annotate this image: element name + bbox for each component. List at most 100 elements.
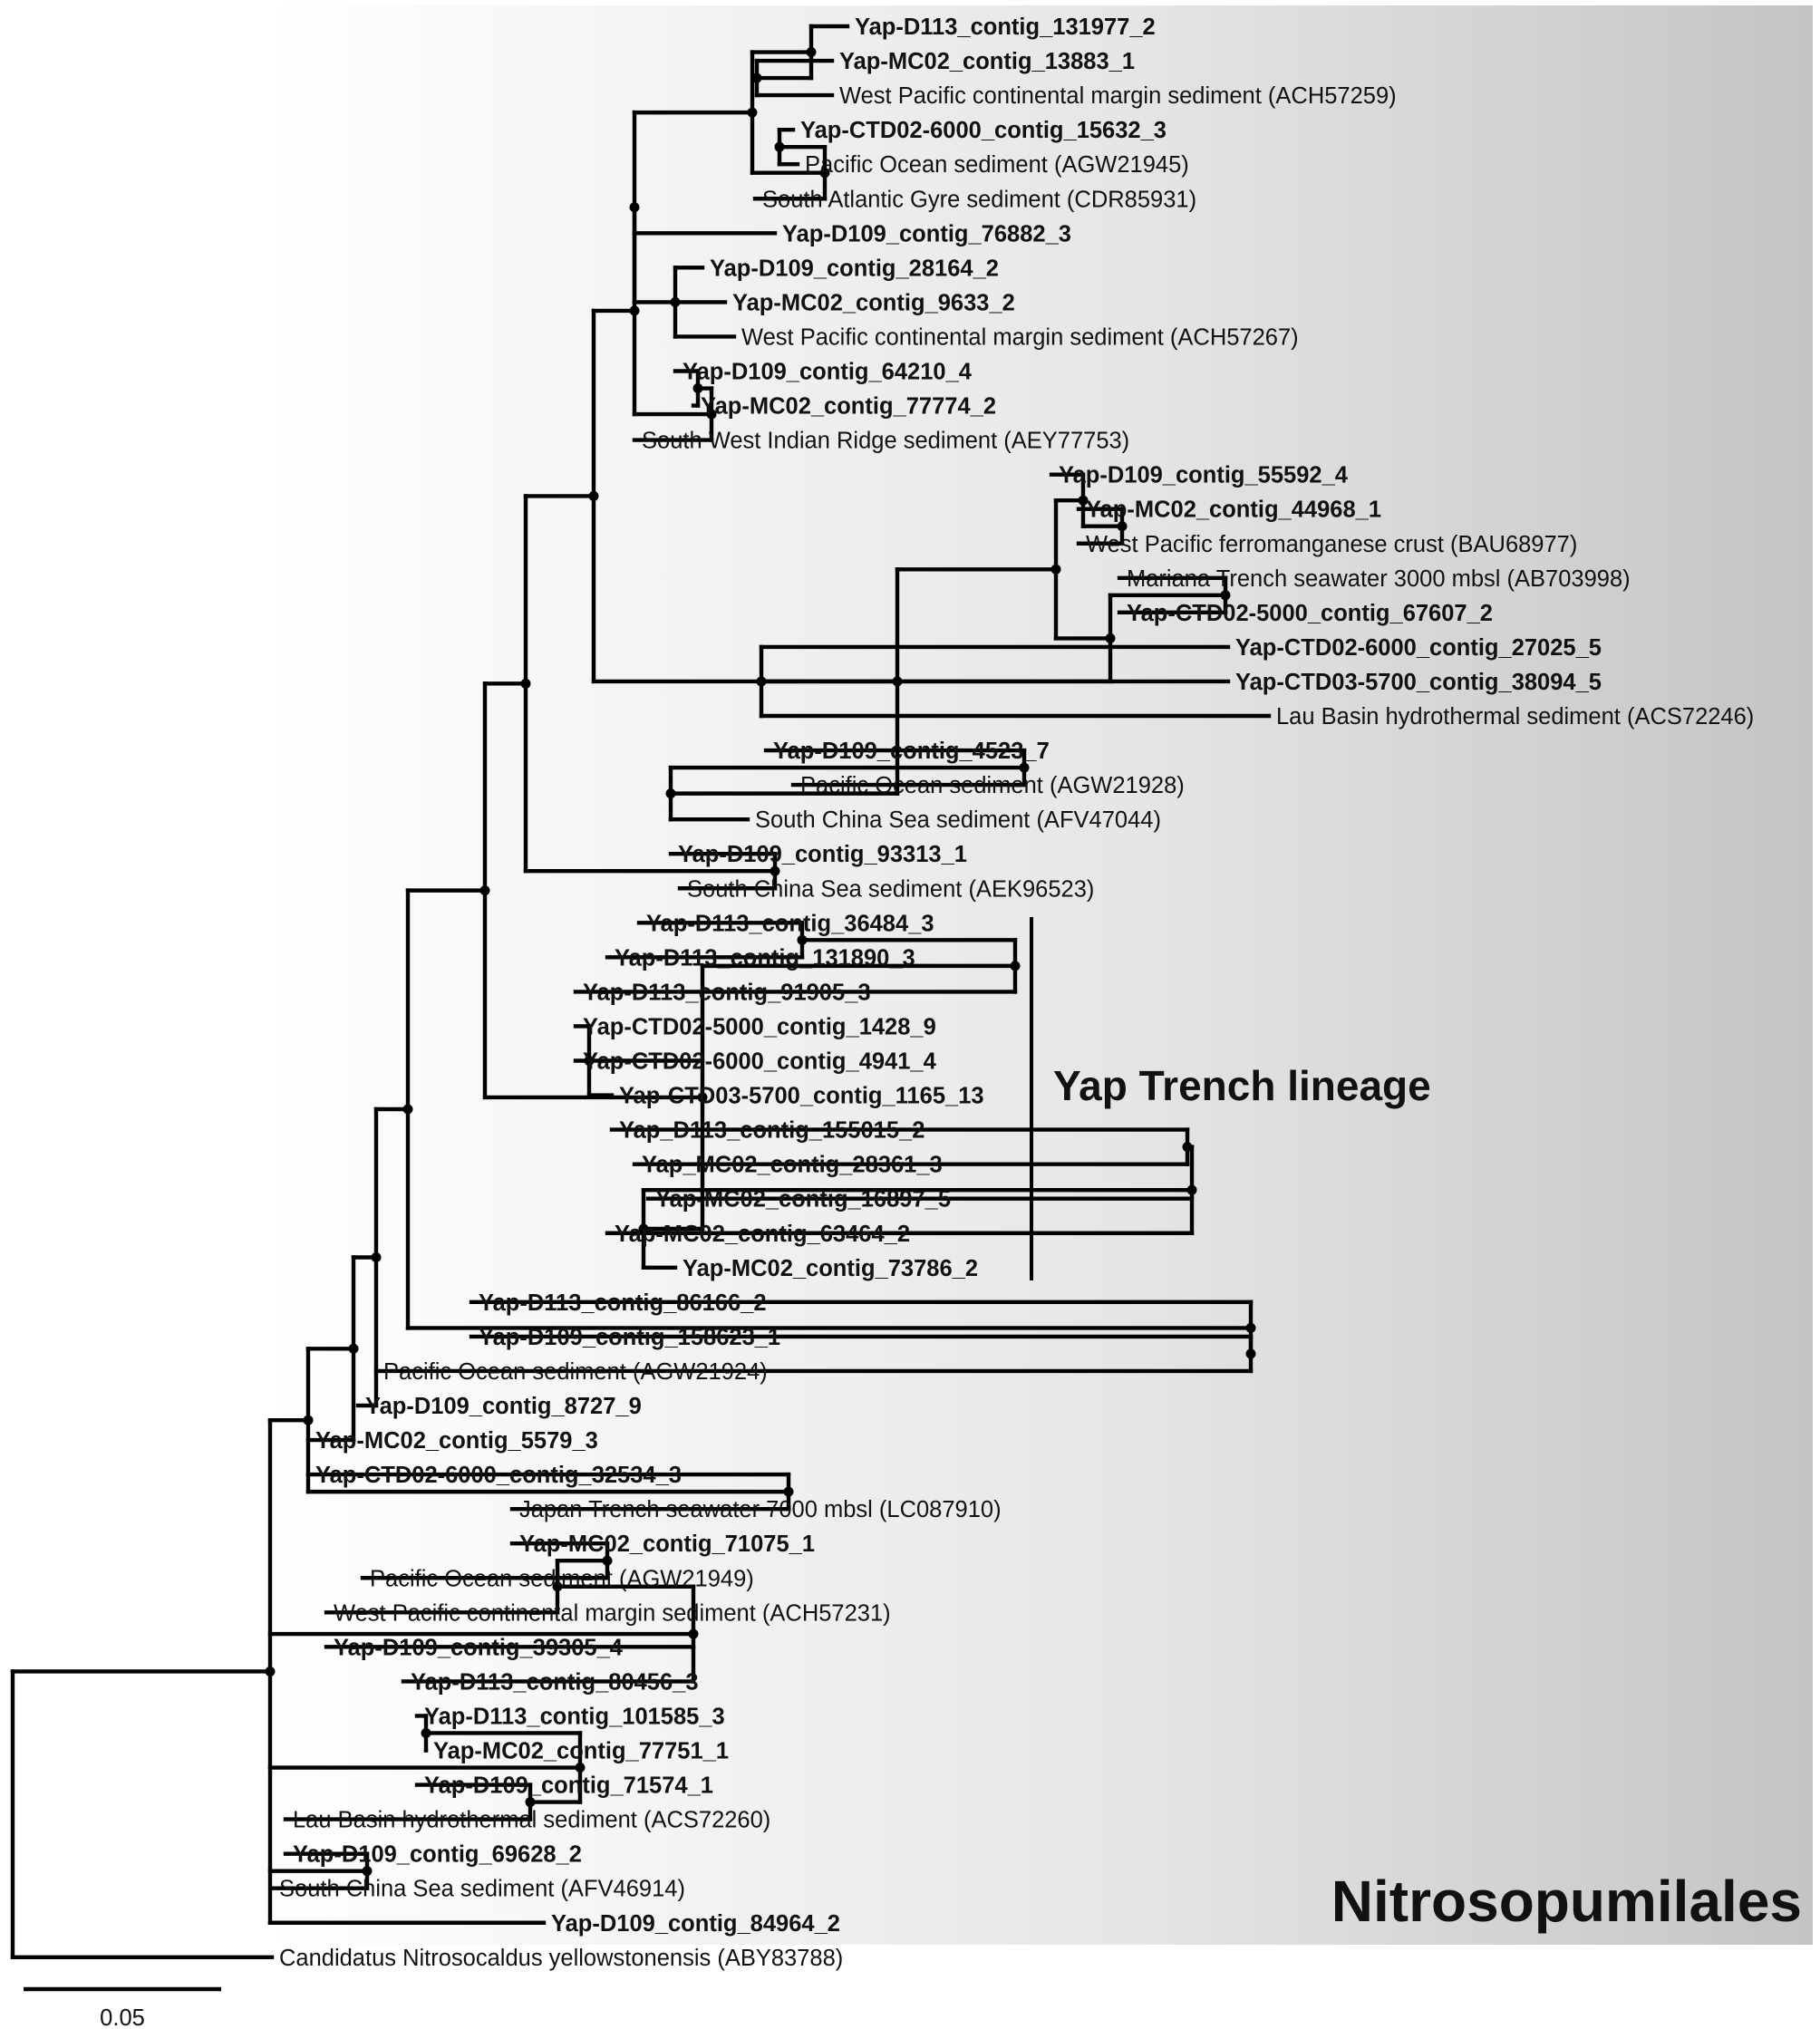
lineage-label: Yap Trench lineage <box>1053 1062 1431 1109</box>
leaf-label: Lau Basin hydrothermal sediment (ACS7224… <box>1276 704 1754 729</box>
support-node <box>629 202 640 213</box>
support-node <box>588 490 599 501</box>
leaf-label: South China Sea sediment (AFV47044) <box>755 807 1161 833</box>
leaf-label: Mariana Trench seawater 3000 mbsl (AB703… <box>1127 566 1631 592</box>
leaf-label: Pacific Ocean sediment (AGW21928) <box>800 773 1185 798</box>
leaf-label: Yap-CTD02-6000_contig_15632_3 <box>800 118 1167 143</box>
support-node <box>584 1056 595 1066</box>
support-node <box>1117 521 1128 532</box>
support-node <box>774 141 785 152</box>
support-node <box>692 383 703 394</box>
leaf-label: Yap-D113_contig_91905_3 <box>583 980 871 1005</box>
leaf-label: Yap-D109_contig_8727_9 <box>365 1394 642 1419</box>
leaf-label: Yap-D109_contig_69628_2 <box>293 1842 582 1868</box>
leaf-label: Yap-D109_contig_55592_4 <box>1059 463 1349 488</box>
support-node <box>602 1555 613 1566</box>
leaf-label: Yap-MC02_contig_5579_3 <box>315 1428 598 1454</box>
leaf-labels: Yap-D113_contig_131977_2Yap-MC02_contig_… <box>279 14 1754 1971</box>
leaf-label: Yap-D113_contig_80456_3 <box>411 1669 699 1695</box>
support-node <box>479 885 490 896</box>
tree-nodes <box>265 47 1256 1877</box>
leaf-label: Yap-D109_contig_93313_1 <box>678 842 967 867</box>
support-node <box>747 107 758 118</box>
leaf-label: Yap-MC02_contig_71075_1 <box>519 1531 815 1557</box>
support-node <box>1019 762 1030 773</box>
support-node <box>1220 590 1231 601</box>
support-node <box>665 788 676 799</box>
leaf-label: Yap-CTD02-6000_contig_32534_3 <box>315 1463 682 1488</box>
support-node <box>892 676 903 687</box>
leaf-label: Yap-D109_contig_28164_2 <box>710 256 999 281</box>
support-node <box>575 1763 586 1773</box>
leaf-label: Yap-D113_contig_101585_3 <box>424 1704 725 1729</box>
leaf-label: Yap-MC02_contig_16897_5 <box>655 1187 951 1213</box>
leaf-label: South China Sea sediment (AFV46914) <box>279 1877 685 1902</box>
leaf-label: Yap-MC02_contig_73786_2 <box>682 1256 978 1281</box>
support-node <box>783 1486 794 1497</box>
leaf-label: Yap-MC02_contig_77774_2 <box>701 394 996 420</box>
leaf-label: Pacific Ocean sediment (AGW21945) <box>805 152 1189 178</box>
support-node <box>265 1666 276 1676</box>
support-node <box>520 678 531 689</box>
leaf-label: Yap-MC02_contig_13883_1 <box>839 49 1135 74</box>
support-node <box>1050 564 1061 575</box>
leaf-label: Yap-D109_contig_4523_7 <box>773 739 1050 764</box>
scale-bar-label: 0.05 <box>100 2005 145 2029</box>
leaf-label: South West Indian Ridge sediment (AEY777… <box>642 429 1129 454</box>
leaf-label: Yap-D109_contig_76882_3 <box>782 221 1071 246</box>
support-node <box>819 168 830 179</box>
support-node <box>688 1628 699 1639</box>
support-node <box>303 1415 314 1425</box>
leaf-label: Yap-D109_contig_158623_1 <box>479 1325 780 1350</box>
leaf-label: Yap-CTD02-5000_contig_67607_2 <box>1127 601 1493 626</box>
leaf-label: South China Sea sediment (AEK96523) <box>687 876 1094 902</box>
leaf-label: Yap-D113_contig_36484_3 <box>646 911 934 936</box>
leaf-label: Yap-MC02_contig_77751_1 <box>433 1739 729 1764</box>
leaf-label: Yap-MC02_contig_9633_2 <box>732 290 1015 315</box>
support-node <box>421 1727 431 1738</box>
leaf-label: Pacific Ocean sediment (AGW21949) <box>370 1566 754 1591</box>
leaf-label: West Pacific continental margin sediment… <box>741 324 1299 350</box>
support-node <box>1186 1184 1197 1195</box>
support-node <box>756 676 767 687</box>
leaf-label: Japan Trench seawater 7000 mbsl (LC08791… <box>519 1497 1002 1522</box>
leaf-label: Lau Basin hydrothermal sediment (ACS7226… <box>293 1808 770 1833</box>
support-node <box>1182 1142 1193 1153</box>
leaf-label: Yap-MC02_contig_44968_1 <box>1086 498 1381 523</box>
leaf-label: West Pacific continental margin sediment… <box>839 83 1397 109</box>
support-node <box>706 409 717 420</box>
support-node <box>348 1343 359 1354</box>
support-node <box>371 1252 382 1263</box>
leaf-label: Yap-D109_contig_71574_1 <box>424 1773 713 1799</box>
leaf-label: Yap-D113_contig_131977_2 <box>855 14 1156 40</box>
leaf-label: Yap-CTD02-5000_contig_1428_9 <box>583 1014 936 1039</box>
leaf-label: Yap-D109_contig_39305_4 <box>334 1635 624 1660</box>
support-node <box>525 1797 536 1808</box>
leaf-label: Yap-D109_contig_64210_4 <box>682 360 973 385</box>
leaf-label: Yap-CTD02-6000_contig_4941_4 <box>583 1049 937 1075</box>
leaf-label: Yap-MC02_contig_63464_2 <box>615 1222 910 1247</box>
support-node <box>806 47 817 58</box>
support-node <box>629 305 640 316</box>
nitrosopumilales-shading <box>270 5 1813 1945</box>
support-node <box>751 72 762 83</box>
leaf-label: West Pacific ferromanganese crust (BAU68… <box>1086 532 1577 557</box>
support-node <box>1010 961 1021 971</box>
leaf-label: Yap-D113_contig_86166_2 <box>479 1290 767 1316</box>
support-node <box>797 934 808 945</box>
support-node <box>1105 633 1116 643</box>
leaf-label: Yap_D113_contig_155015_2 <box>619 1118 925 1144</box>
leaf-label: Yap-D109_contig_84964_2 <box>551 1911 840 1937</box>
support-node <box>770 865 780 876</box>
leaf-label: West Pacific continental margin sediment… <box>334 1600 891 1626</box>
leaf-label: Yap-D113_contig_131890_3 <box>615 945 915 971</box>
leaf-label: South Atlantic Gyre sediment (CDR85931) <box>762 187 1196 212</box>
leaf-label: Candidatus Nitrosocaldus yellowstonensis… <box>279 1946 843 1971</box>
support-node <box>1245 1322 1256 1333</box>
support-node <box>552 1581 563 1592</box>
support-node <box>1245 1348 1256 1359</box>
leaf-label: Yap-CTD03-5700_contig_38094_5 <box>1235 670 1602 695</box>
support-node <box>697 1092 708 1103</box>
support-node <box>1078 495 1089 506</box>
